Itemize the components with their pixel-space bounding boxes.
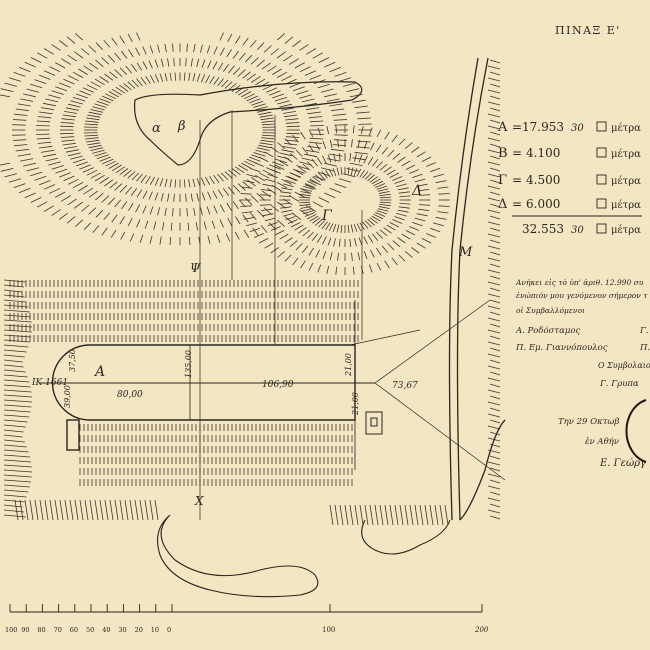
scale-tick-label: 50 [86,626,94,634]
signer-2: Π. Εμ. Γιαννόπουλος [515,342,608,353]
terrain-hatching [0,32,501,526]
date-line-3: Ε. Γεώργ [599,458,646,469]
dim-73: 73,67 [392,381,418,391]
svg-text:μέτρα: μέτρα [611,123,641,134]
label-area-g: Γ [321,208,333,224]
label-area-d: Δ [411,183,422,199]
date-line-1: Την 29 Οκτωβ [558,417,619,427]
svg-text:Γ.: Γ. [639,326,649,336]
area-value-a: 17.953 [522,120,564,134]
svg-text:30: 30 [571,123,584,134]
note-line-1: Ανήκει εἰς τὸ ὑπ' ἀριθ. 12.990 συ [515,278,644,287]
area-total: 32.553 30 μέτρα [522,222,641,236]
note-line-3: οἱ Συμβαλλόμενοι [516,306,585,315]
scale-tick-label: 60 [70,626,78,634]
dim-135: 135,00 [184,350,193,378]
svg-text:Α: Α [497,120,508,135]
scale-tick-label: 80 [37,626,45,634]
dim-106: 106,90 [262,380,294,390]
rock-label-b: β [177,119,186,134]
scale-bar [9,604,483,613]
scale-tick-label: 0 [167,626,171,634]
dim-80: 80,00 [117,390,143,400]
area-value-d: 6.000 [526,197,560,211]
svg-text:Δ: Δ [498,197,507,212]
scale-tick-label: 70 [54,626,62,634]
plate-title: ΠΙΝΑΞ Ε' [555,24,621,37]
rock-promontory: α β [133,81,363,166]
scale-tick-label: 10 [151,626,159,634]
area-row-a: Α = 17.953 30 μέτρα [497,120,641,135]
scale-mid-label: 100 [322,626,335,634]
area-value-b: 4.100 [526,146,560,160]
area-total-value: 32.553 [522,222,564,236]
area-row-d: Δ = 6.000 μέτρα [498,197,641,212]
scale-tick-label: 20 [135,626,143,634]
svg-text:μέτρα: μέτρα [611,200,641,211]
stamp-seal [625,399,647,463]
scale-end-label: 200 [474,626,489,634]
notary-name: Γ. Γρυπα [599,379,639,389]
area-table: Α = 17.953 30 μέτρα Β = 4.100 μέτρα Γ = … [497,120,642,236]
area-value-g: 4.500 [526,173,560,187]
scale-tick-label: 100 [5,626,17,634]
building [365,411,383,435]
notary-note: Ανήκει εἰς τὸ ὑπ' ἀριθ. 12.990 συ ἐνώπιό… [515,278,650,469]
map-labels: Α Γ Δ Μ Χ Ψ ΙΚ 1661 80,00 106,90 73,67 1… [31,183,473,508]
svg-text:Β: Β [498,146,508,161]
stadium-outline [40,300,375,470]
svg-text:=: = [512,146,522,160]
label-elevation: ΙΚ 1661 [31,378,68,388]
svg-text:=: = [512,120,522,134]
date-line-2: ἐν Αθήν [585,436,619,447]
svg-text:=: = [512,197,522,211]
label-point-w: Ψ [190,261,201,275]
area-row-b: Β = 4.100 μέτρα [498,146,641,161]
svg-text:30: 30 [571,225,584,236]
label-point-m: Μ [458,245,473,260]
note-line-2: ἐνώπιόν μου γενόμενον σήμερον τ [516,291,648,300]
scale-tick-label: 90 [21,626,29,634]
dim-21a: 21,00 [344,353,353,377]
svg-text:μέτρα: μέτρα [611,149,641,160]
svg-text:Γ: Γ [498,173,507,188]
svg-text:μέτρα: μέτρα [611,176,641,187]
label-area-a: Α [93,364,105,380]
road [448,57,506,521]
dim-39: 39,00 [63,385,72,408]
area-row-g: Γ = 4.500 μέτρα [498,173,641,188]
svg-text:Π.: Π. [639,343,650,353]
rock-label-a: α [152,121,161,136]
svg-text:=: = [512,173,522,187]
dim-21b: 21,00 [351,392,360,416]
scale-tick-label: 40 [102,626,110,634]
label-point-x: Χ [194,494,204,508]
notary-title: Ο Συμβολαιογ [598,361,650,370]
svg-text:μέτρα: μέτρα [611,225,641,236]
scale-tick-label: 30 [118,626,126,634]
signer-1: Α. Ροδόσταμος [515,325,581,336]
stream [157,514,451,598]
boundary-lines [199,110,506,520]
dim-37: 37,50 [68,349,77,372]
